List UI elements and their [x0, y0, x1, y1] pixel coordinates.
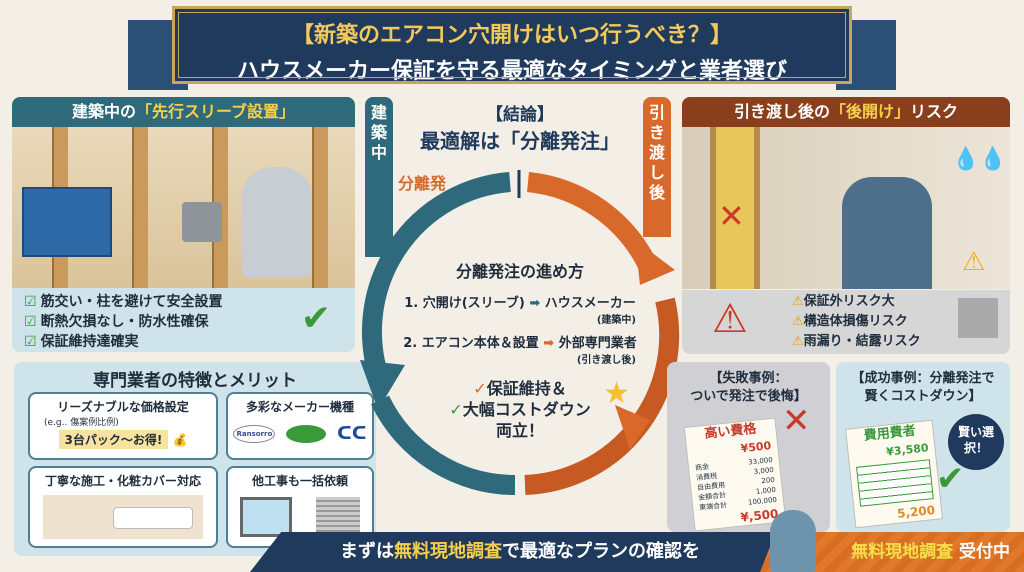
title-line1: 【新築のエアコン穴開けはいつ行うべき？】	[291, 23, 732, 48]
left-checklist: ☑筋交い・柱を避けて安全設置 ☑断熱欠損なし・防水性確保 ☑保証維持達確実 ✔	[12, 288, 355, 352]
teal-arrowhead	[360, 360, 405, 410]
conclusion: 【結論】 最適解は「分離発注」	[420, 105, 620, 153]
worker-figure	[242, 167, 312, 277]
step-2: 2. エアコン本体＆設置 ➡ 外部専門業者	[403, 336, 637, 351]
orange-arrowhead-bottom	[615, 405, 650, 450]
left-header-highlight: 「先行スリーブ設置」	[135, 102, 296, 121]
arc-label: 分離発	[398, 174, 447, 193]
card-makers: 多彩なメーカー機種 Ransorro ᑕᑕ	[226, 392, 374, 460]
blueprint-icon	[22, 187, 112, 257]
worker-figure	[842, 177, 932, 289]
x-icon: ✕	[718, 197, 745, 235]
invoice-table	[856, 459, 934, 507]
orange-arc-top	[526, 172, 660, 275]
warning-icon: ⚠	[962, 247, 986, 277]
right-header: 引き渡し後の「後開け」リスク	[682, 97, 1010, 127]
check-item: ☑保証維持達確実	[24, 334, 139, 350]
big-check-icon: ✔	[300, 298, 331, 339]
check-icon: ☑	[24, 294, 37, 310]
check-item: ☑断熱欠損なし・防水性確保	[24, 314, 209, 330]
construction-illustration	[12, 127, 355, 289]
warning-icon: ⚠	[792, 314, 804, 329]
arrow-right-icon: ➡	[543, 336, 555, 351]
card-price: リーズナブルな価格設定 (e.g.. 傷案例比例) 3台パック～お得! 💰	[28, 392, 218, 460]
water-drops-icon: 💧💧	[952, 147, 1007, 172]
result: ✓保証維持＆ ✓大幅コストダウン 両立！	[449, 379, 591, 440]
drilling-illustration: ✕ 💧💧 ⚠	[682, 127, 1010, 289]
smart-choice-badge: 賢い選択！	[948, 414, 1004, 470]
left-header: 建築中の「先行スリーブ設置」	[12, 97, 355, 127]
tab-after-handover: 引き渡し後	[643, 97, 671, 237]
footer-banner: まずは無料現地調査で最適なプランの確認を	[250, 532, 770, 572]
tab-during-construction: 建築中	[365, 97, 393, 257]
arrow-right-icon: ➡	[529, 296, 541, 311]
risk-box: ⚠ ⚠保証外リスク大 ⚠構造体損傷リスク ⚠雨漏り・結露リスク	[682, 290, 1010, 354]
howto: 分離発注の進め方 1. 穴開け(スリーブ) ➡ ハウスメーカー (建築中) 2.…	[380, 258, 660, 441]
check-icon: ✓	[473, 379, 487, 398]
left-header-text: 建築中の	[71, 102, 136, 121]
money-bag-icon: 💰	[168, 433, 188, 447]
aircon-illustration	[43, 495, 203, 539]
check-icon: ☑	[24, 334, 37, 350]
check-icon: ☑	[24, 314, 37, 330]
warning-icon-large: ⚠	[712, 296, 748, 342]
check-item: ☑筋交い・柱を避けて安全設置	[24, 294, 223, 310]
window-icon	[240, 497, 292, 537]
maker-logo-blue: ᑕᑕ	[337, 423, 367, 444]
check-icon: ✔	[936, 459, 965, 499]
star-icon: ★	[603, 376, 630, 411]
crack-icon	[958, 298, 998, 338]
x-icon: ✕	[782, 401, 811, 441]
sleeve-bracket-icon	[182, 202, 222, 242]
title-line2: ハウスメーカー保証を守る最適なタイミングと業者選び	[236, 59, 787, 84]
warning-icon: ⚠	[792, 294, 804, 309]
check-icon: ✓	[449, 400, 463, 419]
saving-invoice: 費用費者 ¥3,580 5,200	[845, 419, 943, 529]
orange-arrowhead-top	[635, 240, 675, 285]
step-1: 1. 穴開け(スリーブ) ➡ ハウスメーカー	[404, 296, 636, 311]
maker-logo: Ransorro	[233, 424, 276, 443]
card-installation: 丁寧な施工・化粧カバー対応	[28, 466, 218, 548]
technician-avatar	[770, 510, 816, 572]
wall-section	[710, 127, 760, 289]
teal-arc-top	[361, 172, 511, 384]
title-banner: 【新築のエアコン穴開けはいつ行うべき？】 ハウスメーカー保証を守る最適なタイミン…	[172, 6, 852, 84]
aircon-icon	[113, 507, 193, 529]
maker-logo-green	[286, 424, 327, 443]
merits-panel: 専門業者の特徴とメリット リーズナブルな価格設定 (e.g.. 傷案例比例) 3…	[14, 362, 376, 556]
warning-icon: ⚠	[792, 334, 804, 349]
teal-arc-bottom	[370, 395, 516, 495]
shutter-icon	[316, 497, 360, 537]
merits-title: 専門業者の特徴とメリット	[93, 371, 297, 391]
success-case: 【成功事例：分離発注で 賢くコストダウン】 費用費者 ¥3,580 5,200 …	[836, 362, 1010, 532]
cycle-arrows	[360, 170, 680, 495]
